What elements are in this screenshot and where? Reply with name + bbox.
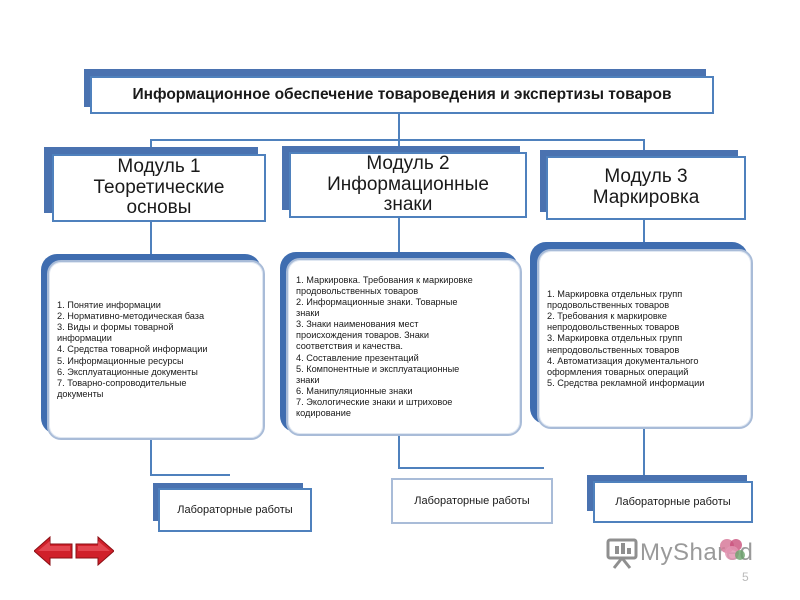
lab-1-box: Лабораторные работы (158, 488, 312, 532)
connector-module-2-content (398, 218, 400, 252)
content-1-item: 6. Эксплуатационные документы (57, 366, 198, 377)
content-3-item: 2. Требования к маркировке (547, 311, 668, 322)
module-2-line-1: Модуль 2 (366, 152, 450, 174)
module-2-line-2: Информационные (327, 173, 489, 195)
connector-content-2-lab-v (398, 436, 400, 468)
title-box: Информационное обеспечение товароведения… (90, 76, 714, 114)
connector-content-1-lab-v (150, 440, 152, 476)
module-1-line-1: Модуль 1 (117, 155, 201, 177)
content-2-item: 4. Составление презентаций (296, 352, 419, 363)
diagram-title: Информационное обеспечение товароведения… (132, 86, 672, 103)
module-3-line-2: Маркировка (592, 187, 700, 208)
content-2-item: 7. Экологические знаки и штриховое (296, 396, 453, 407)
arrow-right-icon[interactable] (75, 536, 114, 566)
content-1-list: 1. Понятие информации 2. Нормативно-мето… (57, 300, 208, 399)
content-2-item: 5. Компонентные и эксплуатационные (296, 363, 460, 374)
connector-title-trunk (398, 114, 400, 140)
content-1-item: 7. Товарно-сопроводительные (57, 377, 187, 388)
content-3-list: 1. Маркировка отдельных групп продовольс… (547, 289, 704, 388)
connector-to-module-2 (398, 139, 400, 151)
connector-content-1-lab-h (150, 474, 230, 476)
content-1-item: 1. Понятие информации (57, 300, 161, 311)
content-3-item: 5. Средства рекламной информации (547, 377, 705, 388)
module-1-text: Модуль 1 Теоретические основы (93, 155, 225, 220)
content-3-item: 1. Маркировка отдельных групп (547, 289, 683, 300)
content-1-item: 4. Средства товарной информации (57, 344, 208, 355)
connector-content-3-lab (643, 429, 645, 475)
lab-2-label: Лабораторные работы (414, 495, 530, 507)
content-3-item: 3. Маркировка отдельных групп (547, 333, 683, 344)
content-3-item: непродовольственных товаров (547, 344, 680, 355)
content-2-list: 1. Маркировка. Требования к маркировке п… (296, 275, 473, 418)
content-2-item: 2. Информационные знаки. Товарные (296, 297, 458, 308)
module-1-line-3: основы (126, 197, 192, 219)
module-2-box: Модуль 2 Информационные знаки (289, 152, 527, 218)
connector-module-1-content (150, 222, 152, 256)
myshared-logo: MyShared (606, 535, 753, 571)
content-2-box: 1. Маркировка. Требования к маркировке п… (286, 258, 522, 436)
content-3-item: продовольственных товаров (547, 300, 670, 311)
content-1-box: 1. Понятие информации 2. Нормативно-мето… (47, 260, 265, 440)
module-3-line-1: Модуль 3 (604, 166, 688, 188)
content-2-item: знаки (296, 374, 320, 385)
content-2-item: 3. Знаки наименования мест (296, 319, 419, 330)
arrow-left-icon[interactable] (34, 536, 73, 566)
content-1-item: документы (57, 388, 104, 399)
module-2-text: Модуль 2 Информационные знаки (327, 152, 489, 217)
content-1-item: информации (57, 333, 112, 344)
content-3-item: оформления товарных операций (547, 366, 689, 377)
content-3-item: непродовольственных товаров (547, 322, 680, 333)
content-2-item: кодирование (296, 407, 351, 418)
lab-3-box: Лабораторные работы (593, 481, 753, 523)
flower-decoration-icon (720, 539, 745, 560)
connector-to-module-1 (150, 139, 152, 153)
content-2-item: 6. Манипуляционные знаки (296, 385, 413, 396)
content-1-item: 3. Виды и формы товарной (57, 322, 174, 333)
content-2-item: происхождения товаров. Знаки (296, 330, 429, 341)
slide-navigation (34, 536, 114, 566)
content-2-item: соответствия и качества. (296, 341, 403, 352)
content-2-item: 1. Маркировка. Требования к маркировке (296, 275, 473, 286)
content-3-box: 1. Маркировка отдельных групп продовольс… (537, 249, 753, 429)
myshared-logo-icon (606, 538, 638, 569)
content-2-item: знаки (296, 308, 320, 319)
content-1-item: 2. Нормативно-методическая база (57, 311, 205, 322)
module-1-line-2: Теоретические (93, 176, 225, 198)
module-3-box: Модуль 3 Маркировка (546, 156, 746, 220)
connector-module-3-content (643, 220, 645, 244)
connector-horizontal (150, 139, 645, 141)
module-3-text: Модуль 3 Маркировка (592, 166, 700, 209)
connector-to-module-3 (643, 139, 645, 153)
page-number: 5 (742, 570, 749, 584)
lab-1-label: Лабораторные работы (177, 504, 293, 516)
lab-2-box: Лабораторные работы (391, 478, 553, 524)
content-2-item: продовольственных товаров (296, 286, 419, 297)
content-3-item: 4. Автоматизация документального (547, 355, 699, 366)
connector-content-2-lab-h (398, 467, 544, 469)
lab-3-label: Лабораторные работы (615, 496, 731, 508)
module-1-box: Модуль 1 Теоретические основы (52, 154, 266, 222)
module-2-line-3: знаки (383, 194, 433, 216)
content-1-item: 5. Информационные ресурсы (57, 355, 184, 366)
